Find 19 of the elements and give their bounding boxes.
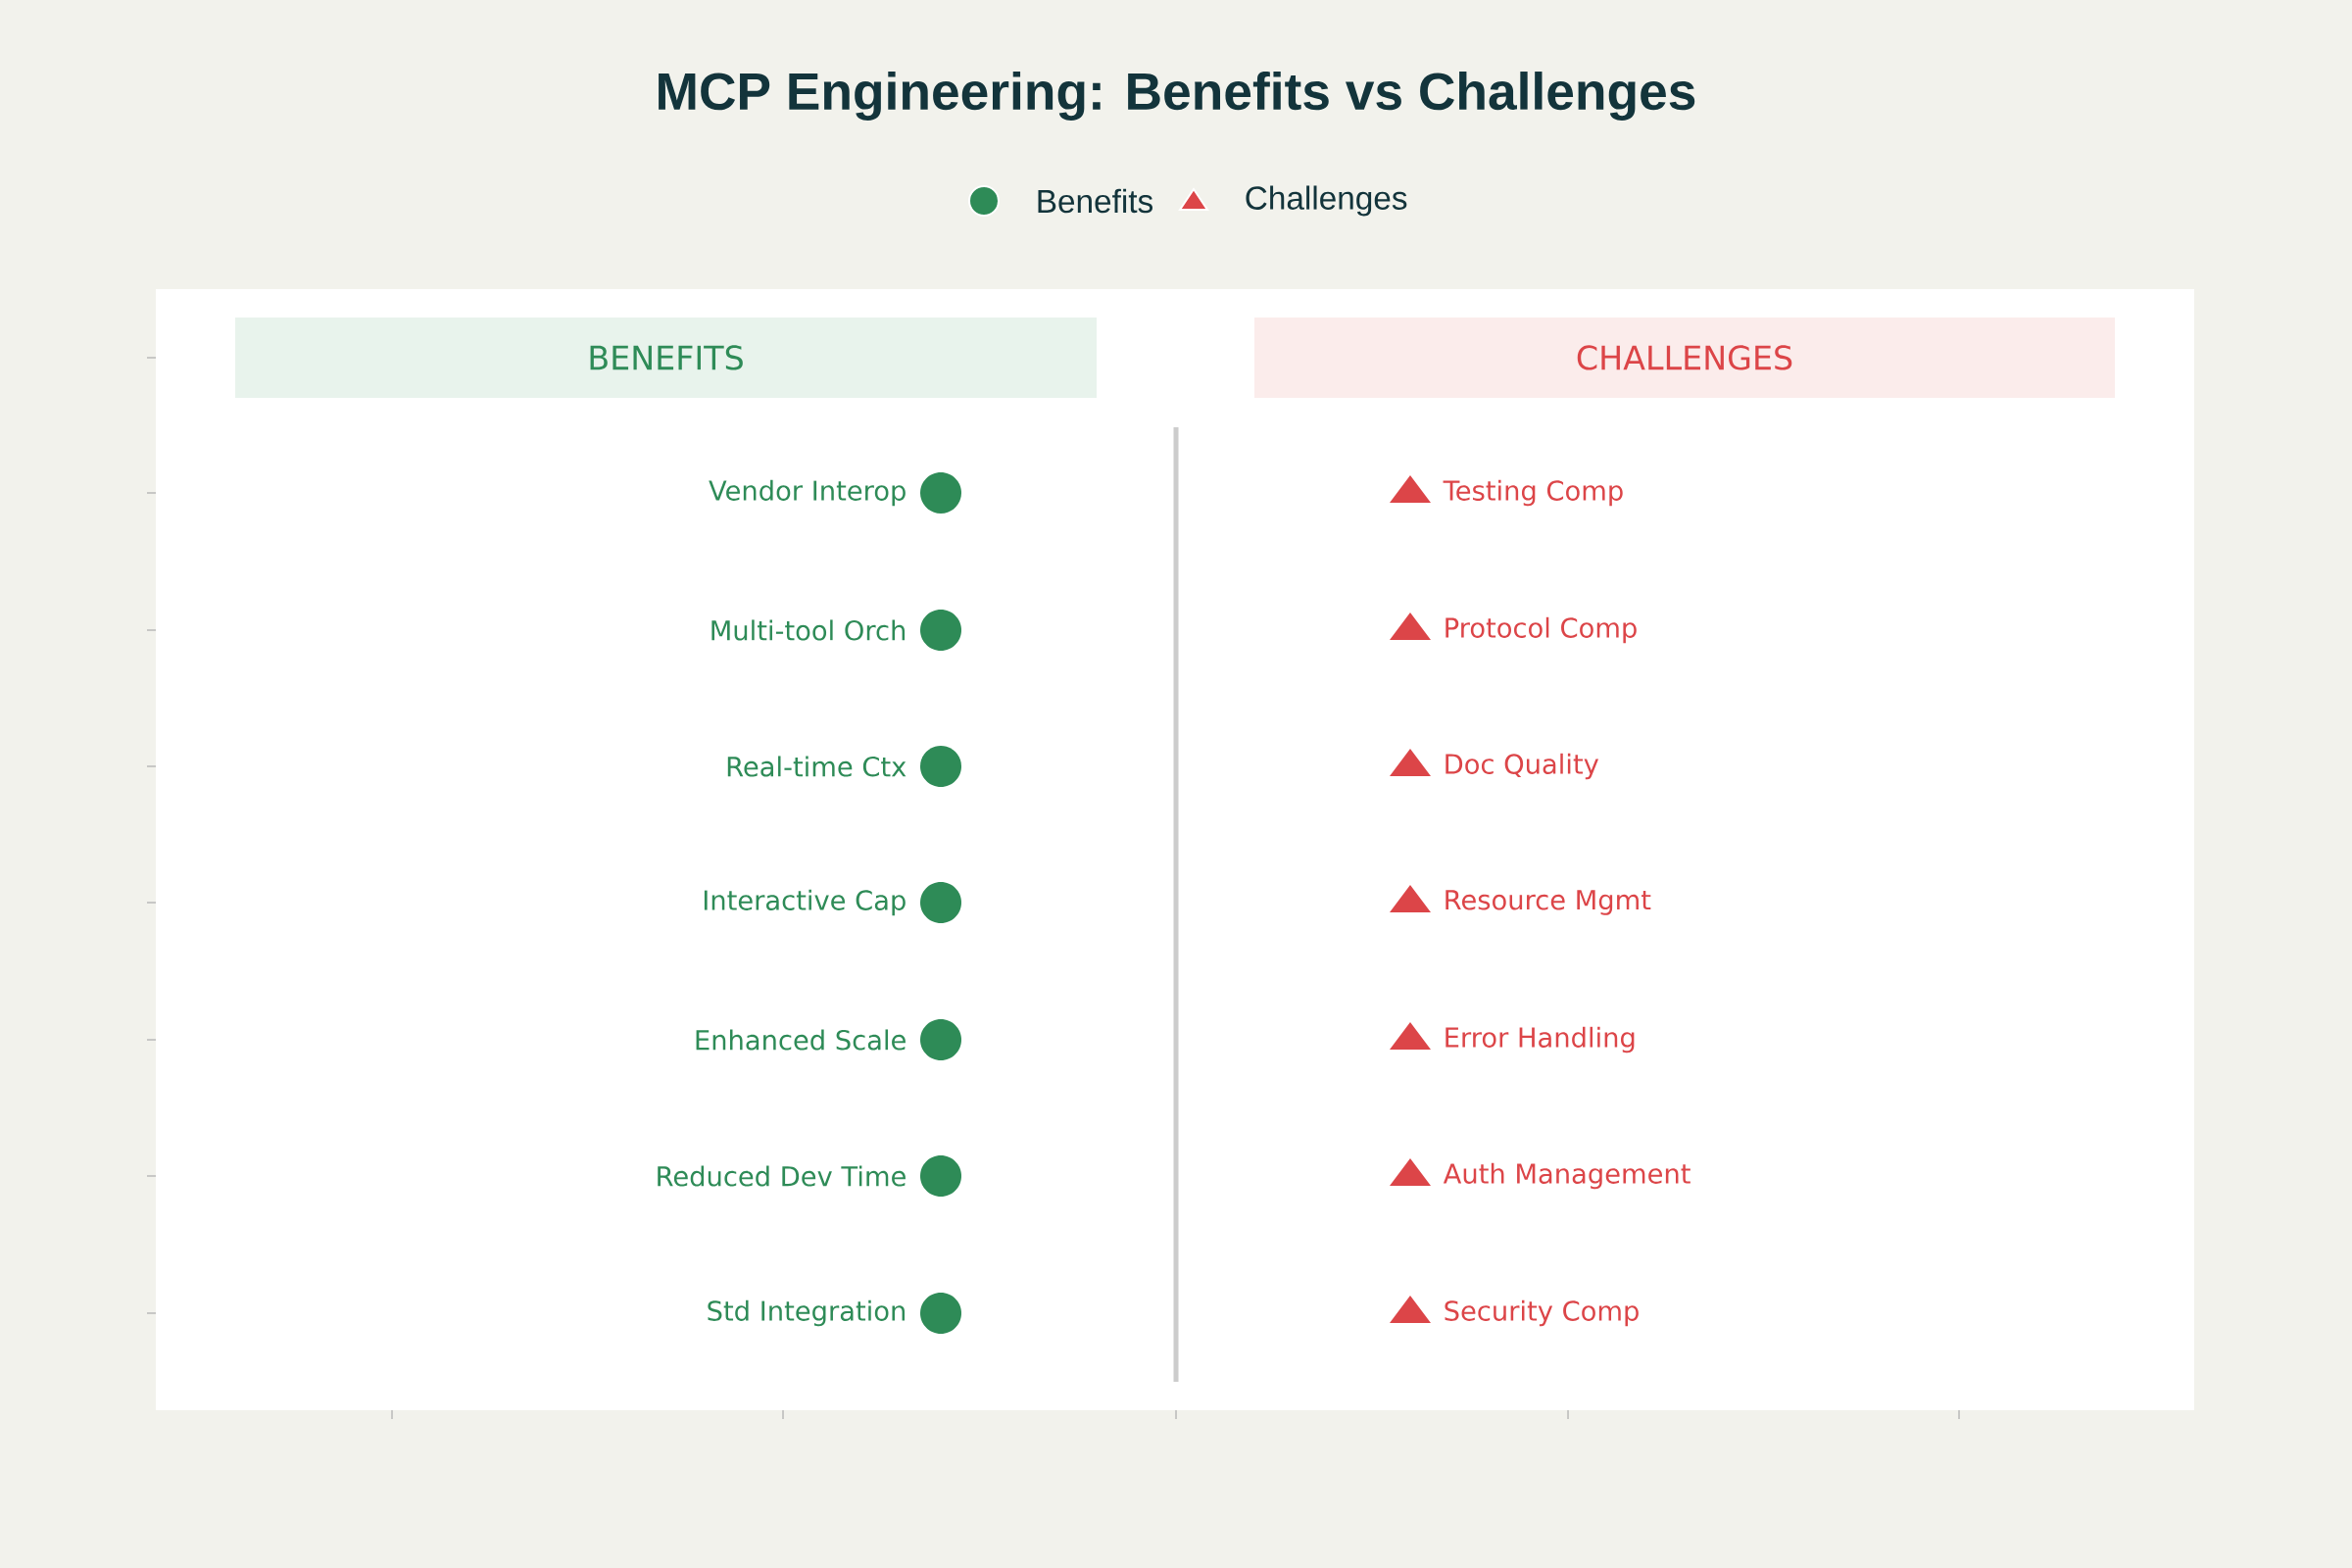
benefit-label: Reduced Dev Time [658,1165,906,1187]
benefit-label: Vendor Interop [709,479,906,507]
challenge-label: Protocol Comp [1446,616,1637,644]
challenge-label: Security Comp [1445,1299,1639,1327]
column-header: BENEFITS [235,318,1097,398]
title: MCP Engineering: Benefits vs Challenges [659,72,1695,121]
column-header: CHALLENGES [1254,318,2115,398]
benefit-label: Enhanced Scale [696,1029,906,1051]
benefit-label: Multi-tool Orch [711,619,906,641]
benefit-label: Std Integration [708,1299,905,1327]
challenge-label: Testing Comp [1443,479,1623,507]
challenge-label: Error Handling [1446,1026,1635,1054]
benefit-label: Interactive Cap [704,889,906,916]
challenge-label: Auth Management [1443,1162,1690,1190]
challenge-label: Doc Quality [1446,753,1599,780]
legend-label: Challenges [1246,185,1407,217]
challenge-label: Resource Mgmt [1446,890,1651,915]
legend-label: Benefits [1038,188,1153,214]
benefit-label: Real-time Ctx [727,756,906,777]
